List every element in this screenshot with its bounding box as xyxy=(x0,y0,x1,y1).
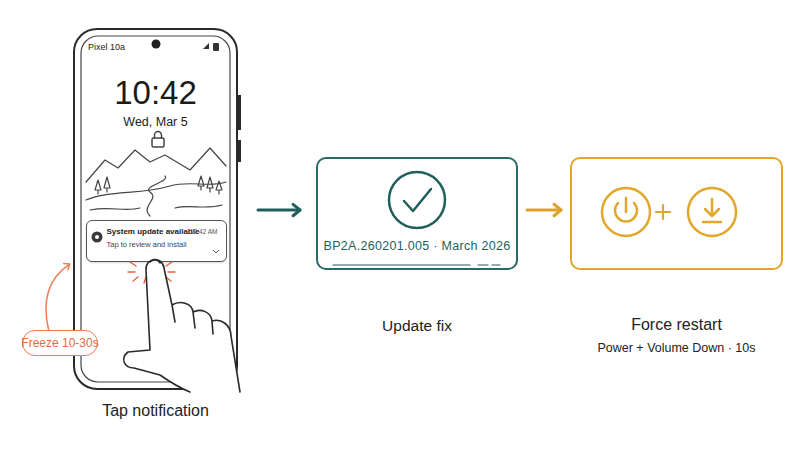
connector-line xyxy=(527,208,561,211)
clock-time: 10:42 xyxy=(35,74,276,112)
step-caption: Force restart xyxy=(532,316,800,334)
power-icon xyxy=(602,188,650,236)
connector-line xyxy=(258,209,300,212)
hand-outline xyxy=(124,260,240,392)
flow-arrow xyxy=(258,204,300,215)
step-caption: Tap notification xyxy=(35,402,276,420)
arrow-head xyxy=(554,204,561,215)
notification-time: 10:42 AM xyxy=(190,228,217,235)
notification-title: System update available xyxy=(107,227,200,236)
download-icon xyxy=(688,188,736,236)
step-detail: Power + Volume Down · 10s xyxy=(532,341,800,355)
plus-sign xyxy=(656,205,670,219)
step-caption: Update fix xyxy=(278,317,556,335)
flow-arrow xyxy=(527,204,561,215)
connector-line xyxy=(46,264,70,330)
arrow-head xyxy=(293,204,300,215)
flow-arrow xyxy=(46,263,70,330)
text-underlines xyxy=(333,264,500,265)
device-name: Pixel 10a xyxy=(88,42,125,52)
build-number: BP2A.260201.005 · March 2026 xyxy=(278,239,556,253)
notification-card: System update available10:42 AMTap to re… xyxy=(86,220,227,262)
gear-icon xyxy=(92,232,103,243)
callout-pill: Freeze 10-30s xyxy=(22,330,98,356)
date-text: Wed, Mar 5 xyxy=(35,115,276,129)
notification-body: Tap to review and install xyxy=(107,241,187,250)
check-icon xyxy=(389,172,445,228)
callout-text: Freeze 10-30s xyxy=(0,337,137,351)
arrow-head xyxy=(64,263,70,269)
hand-fill xyxy=(124,260,240,392)
update-box: BP2A.260201.005 · March 2026Update fix xyxy=(316,157,518,270)
